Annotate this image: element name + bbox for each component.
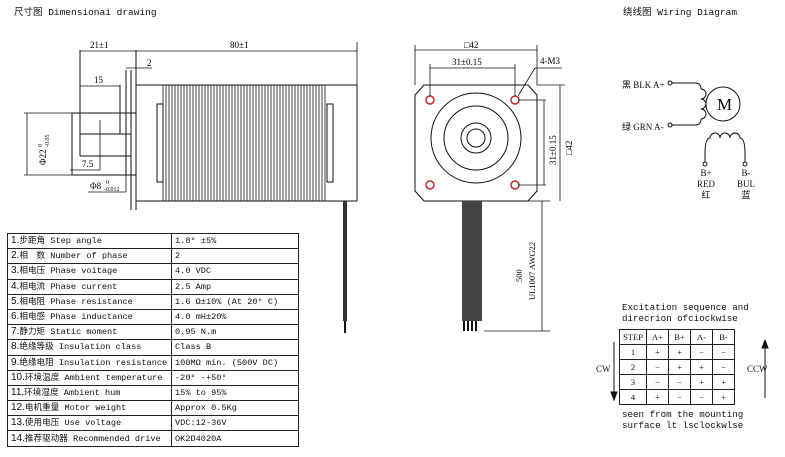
svg-text:-0.012: -0.012: [104, 187, 120, 193]
svg-text:0: 0: [38, 144, 44, 147]
dim-hole-spacing-h: 31±0.15: [452, 57, 482, 67]
hole-callout: 4-M3: [540, 56, 560, 66]
table-row: 10.环境温度 Ambient temperature-20° -+50°: [7, 369, 299, 386]
dim-boss-diameter: Φ22: [38, 149, 48, 165]
mounting-hole-icon: [425, 95, 435, 105]
wire-a-plus-label: 黑 BLK A+: [622, 80, 665, 90]
wire-b-plus-label: B+ RED 红: [697, 168, 715, 200]
lead-spec: UL1007 AWG22: [527, 242, 537, 300]
motor-icon: [705, 86, 741, 122]
mounting-holes: [425, 95, 520, 190]
svg-text:0: 0: [106, 180, 109, 186]
wiring-schematic: M: [667, 80, 748, 167]
front-view-drawing: □42 31±0.15 4-M3 31±0.15 □42 500 UL1007 …: [414, 40, 574, 332]
dim-shaft-length: 21±1: [90, 40, 108, 50]
dim-total-length: 80±1: [230, 40, 248, 50]
wire-a-minus-label: 绿 GRN A-: [622, 122, 664, 132]
excitation-footer: seen from the mounting surface lt lscloc…: [622, 409, 744, 431]
dimensional-drawing-title: 尺寸图 Dimensionai drawing: [14, 7, 157, 18]
mounting-hole-icon: [510, 95, 520, 105]
side-view-drawing: 21±1 80±1 2 15 7.5 Φ22 0 -0.05 Φ8 0 -0.0…: [24, 40, 358, 333]
cw-label: CW: [596, 364, 611, 374]
dim-hole-spacing-v: 31±0.15: [548, 135, 558, 165]
motor-symbol: M: [717, 95, 732, 114]
lead-length: 500: [514, 269, 524, 282]
mounting-hole-icon: [510, 180, 520, 190]
svg-text:-0.05: -0.05: [45, 135, 51, 148]
wiring-diagram-title: 绕线图 Wiring Diagram: [623, 7, 738, 18]
dim-flat-length: 15: [94, 75, 104, 85]
dim-width: □42: [464, 40, 478, 50]
lead-wire: [343, 201, 347, 321]
dim-flange: 2: [147, 58, 152, 68]
heat-sink-fins: [162, 85, 326, 201]
table-row: 4+−−+: [619, 389, 735, 405]
lead-wire-bundle: [462, 201, 482, 321]
dim-shaft-diameter: Φ8: [90, 181, 102, 191]
ccw-label: CCW: [747, 364, 768, 374]
dim-height: □42: [564, 141, 574, 155]
excitation-title: Excitation sequence and direcrion ofcioc…: [622, 302, 749, 324]
mounting-hole-icon: [425, 180, 435, 190]
dim-flat-depth: 7.5: [82, 159, 94, 169]
wire-b-minus-label: B- BUL 蓝: [737, 168, 755, 200]
